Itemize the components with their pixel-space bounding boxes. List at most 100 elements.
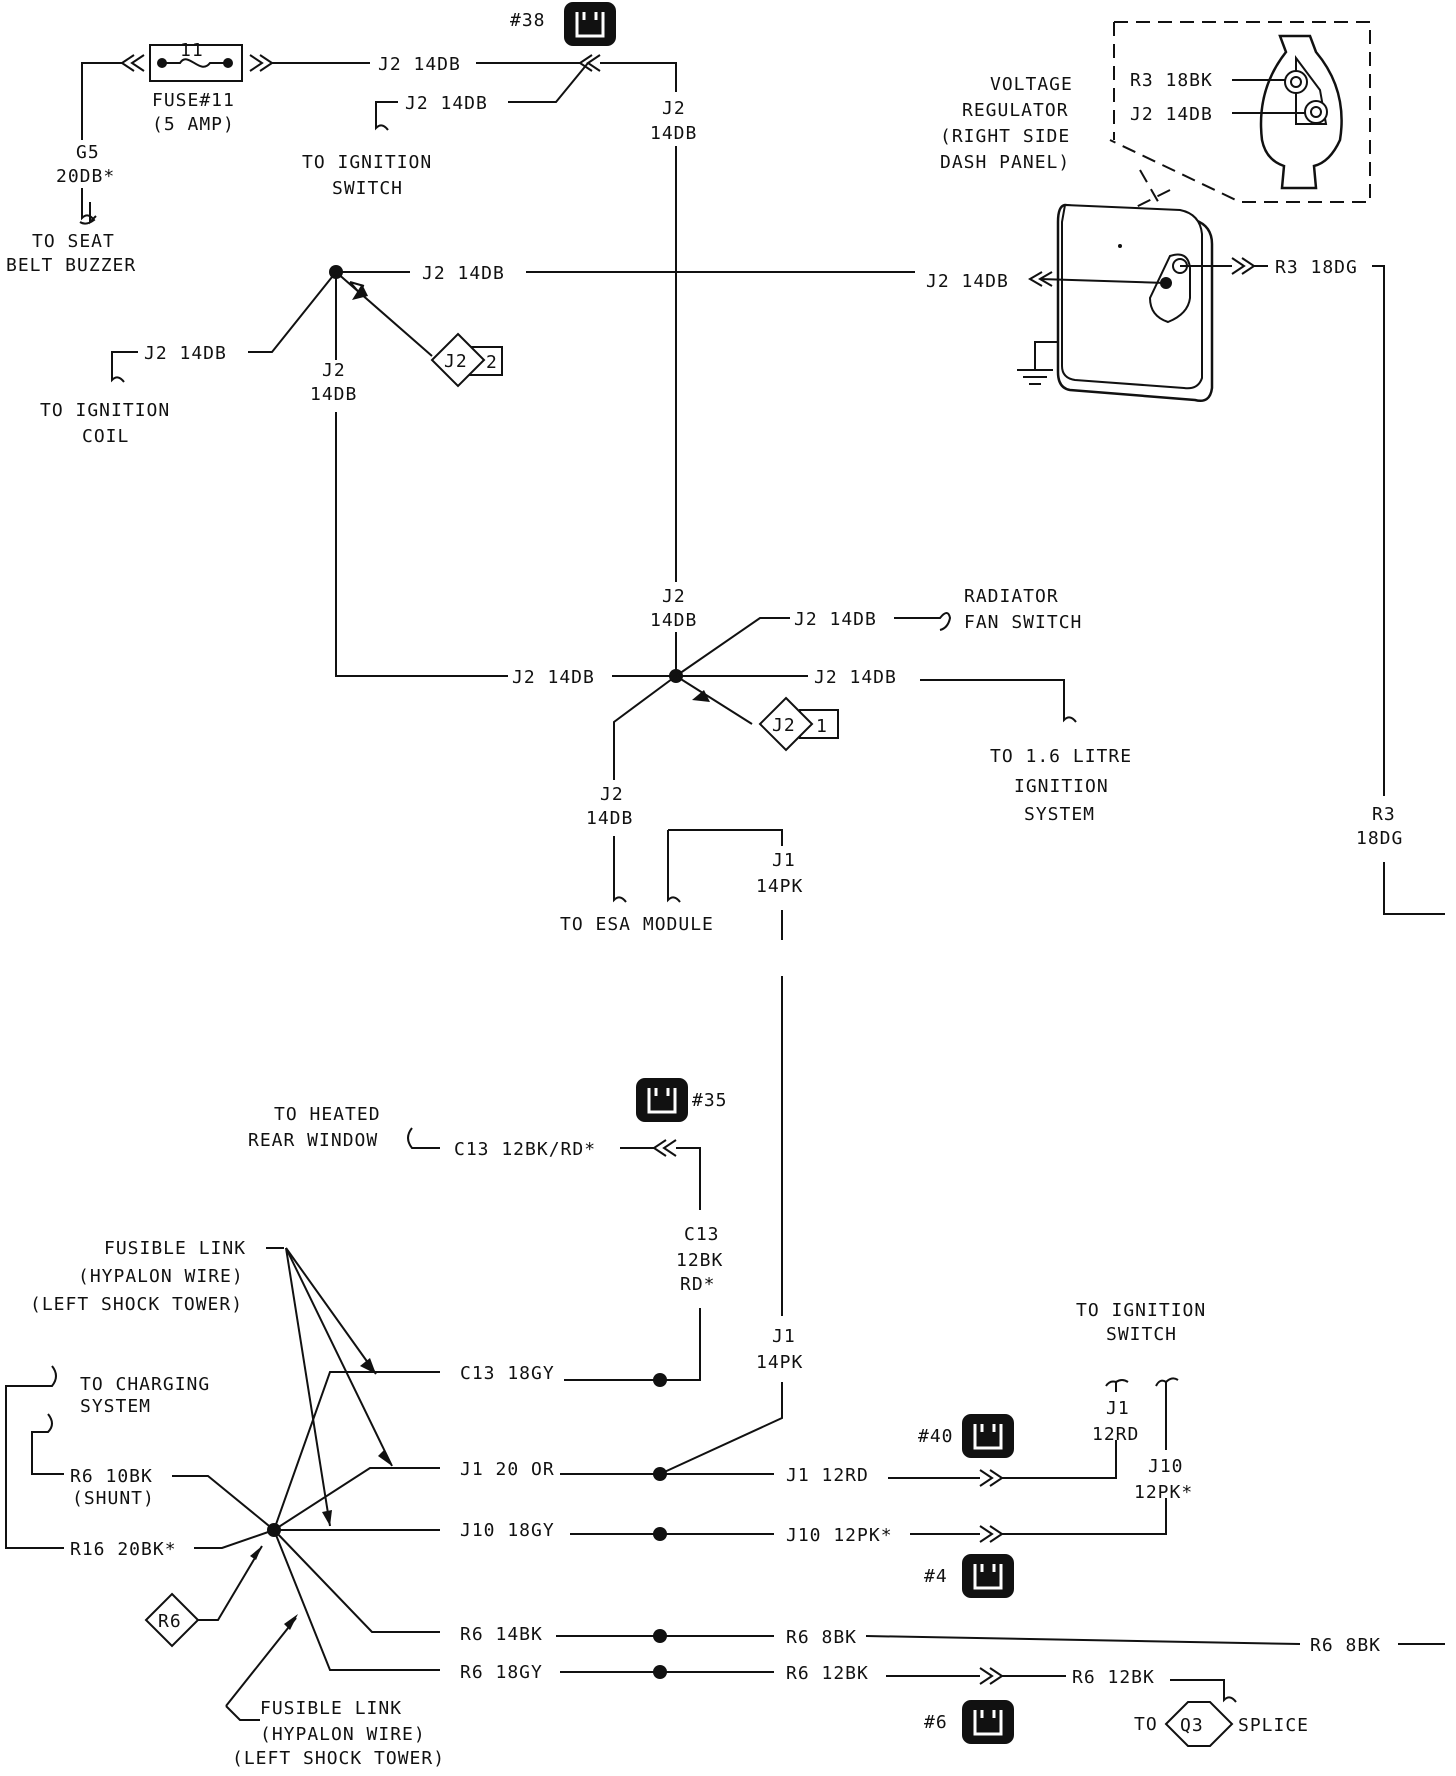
svg-text:(RIGHT SIDE: (RIGHT SIDE (940, 126, 1070, 147)
svg-text:Q3: Q3 (1180, 1715, 1204, 1736)
wire-j2-ign-sw: J2 14DB (405, 93, 488, 114)
wire-c13-hw: C13 12BK/RD* (454, 1139, 596, 1160)
wire-r6-8bk-right: R6 8BK (1310, 1635, 1381, 1656)
dest-splice-to: TO (1134, 1714, 1158, 1735)
wire-g5: G5 (76, 142, 100, 163)
connector-40-icon (960, 1412, 1016, 1460)
dest-radiator-fan-1: RADIATOR (964, 586, 1059, 607)
fuse-number: 11 (180, 40, 204, 61)
wire-r6-14bk: R6 14BK (460, 1624, 543, 1645)
wire-j2-fuse-out: J2 14DB (378, 54, 461, 75)
connector-38-label: #38 (510, 10, 546, 31)
wire-r6-12bk-right: R6 12BK (1072, 1667, 1155, 1688)
dest-radiator-fan-2: FAN SWITCH (964, 612, 1082, 633)
wire-j2-vert1-b: 14DB (650, 123, 697, 144)
dest-charging-2: SYSTEM (80, 1396, 151, 1417)
dest-heated-rear-2: REAR WINDOW (248, 1130, 378, 1151)
wire-j10-v-b: 12PK* (1134, 1482, 1193, 1503)
svg-text:J2: J2 (772, 715, 796, 736)
connector-35-label: #35 (692, 1090, 728, 1111)
svg-text:DASH PANEL): DASH PANEL) (940, 152, 1070, 173)
wire-shunt: (SHUNT) (72, 1488, 155, 1509)
wire-j1-a: J1 (772, 850, 796, 871)
wire-c13-v-b: 12BK (676, 1250, 723, 1271)
dest-ign-coil-1: TO IGNITION (40, 400, 170, 421)
splice-j2-2: J2 2 (430, 332, 503, 388)
dest-charging-1: TO CHARGING (80, 1374, 210, 1395)
svg-text:VOLTAGE: VOLTAGE (990, 74, 1073, 95)
wire-j2-coil: J2 14DB (144, 343, 227, 364)
dest-ign-16-3: SYSTEM (1024, 804, 1095, 825)
wire-j1-12rd-v-b: 12RD (1092, 1424, 1139, 1445)
fuse-connector-left (120, 54, 145, 72)
regulator-ground-icon (1016, 369, 1054, 385)
wire-j2-esa-a: J2 (600, 784, 624, 805)
dest-ign-16-1: TO 1.6 LITRE (990, 746, 1132, 767)
connector-4-icon (960, 1552, 1016, 1600)
wire-c13-v-a: C13 (684, 1224, 720, 1245)
wire-r6-18gy: R6 18GY (460, 1662, 543, 1683)
wire-r16: R16 20BK* (70, 1539, 177, 1560)
dest-heated-rear-1: TO HEATED (274, 1104, 381, 1125)
wire-j1-low-a: J1 (772, 1326, 796, 1347)
wire-j10-v-a: J10 (1148, 1456, 1184, 1477)
connector-6-label: #6 (924, 1712, 948, 1733)
wire-j1-12rd-v-a: J1 (1106, 1398, 1130, 1419)
splice-q3: Q3 (1164, 1701, 1234, 1747)
dest-ign-16-2: IGNITION (1014, 776, 1109, 797)
wire-j1-20or: J1 20 OR (460, 1459, 555, 1480)
fuse-rating: (5 AMP) (152, 114, 235, 135)
wire-r6-10bk: R6 10BK (70, 1466, 153, 1487)
wire-j2-vert2-b: 14DB (650, 610, 697, 631)
wire-r3-out: R3 18DG (1275, 257, 1358, 278)
regulator-detail-box (1109, 21, 1371, 203)
dest-fusible-top-3: (LEFT SHOCK TOWER) (30, 1294, 243, 1315)
dest-fusible-bottom-1: FUSIBLE LINK (260, 1698, 402, 1719)
splice-j2-1: J2 1 (758, 696, 839, 752)
dest-ign-switch-bottom-1: TO IGNITION (1076, 1300, 1206, 1321)
wire-c13-v-c: RD* (680, 1274, 716, 1295)
dest-fusible-top-2: (HYPALON WIRE) (78, 1266, 244, 1287)
connector-35-icon (634, 1076, 690, 1124)
wire-j10-12pk: J10 12PK* (786, 1525, 893, 1546)
wire-r6-8bk: R6 8BK (786, 1627, 857, 1648)
wire-j2-vert2-a: J2 (662, 586, 686, 607)
voltage-regulator (1056, 203, 1214, 402)
svg-text:J2 14DB: J2 14DB (1130, 104, 1213, 125)
wire-j2-left-a: J2 (322, 360, 346, 381)
svg-text:REGULATOR: REGULATOR (962, 100, 1069, 121)
splice-r6: R6 (144, 1592, 200, 1648)
dest-ign-switch-top-2: SWITCH (332, 178, 403, 199)
wire-j1-b: 14PK (756, 876, 803, 897)
svg-text:R6: R6 (158, 1611, 182, 1632)
wire-j2-vreg: J2 14DB (926, 271, 1009, 292)
connector-6-icon (960, 1698, 1016, 1746)
wire-r3-vert-b: 18DG (1356, 828, 1403, 849)
wire-g5-gauge: 20DB* (56, 166, 115, 187)
dest-fusible-bottom-3: (LEFT SHOCK TOWER) (232, 1748, 445, 1769)
wire-j2-vert1-a: J2 (662, 98, 686, 119)
svg-text:R3 18BK: R3 18BK (1130, 70, 1213, 91)
fuse-11: 11 FUSE#11 (5 AMP) (149, 40, 243, 135)
wire-j2-mid: J2 14DB (422, 263, 505, 284)
svg-text:1: 1 (816, 716, 828, 737)
dest-seat-belt-1: TO SEAT (32, 231, 115, 252)
connector-38-icon (562, 0, 618, 48)
dest-esa: TO ESA MODULE (560, 914, 714, 935)
dest-ign-switch-bottom-2: SWITCH (1106, 1324, 1177, 1345)
fuse-name: FUSE#11 (152, 90, 235, 111)
dest-ign-switch-top-1: TO IGNITION (302, 152, 432, 173)
dest-fusible-top-1: FUSIBLE LINK (104, 1238, 246, 1259)
svg-text:2: 2 (486, 352, 498, 373)
dest-fusible-bottom-2: (HYPALON WIRE) (260, 1724, 426, 1745)
connector-40-label: #40 (918, 1426, 954, 1447)
dest-splice-label: SPLICE (1238, 1715, 1309, 1736)
wire-j2-16: J2 14DB (814, 667, 897, 688)
wire-j2-hub-left: J2 14DB (512, 667, 595, 688)
voltage-regulator-label: VOLTAGE REGULATOR (RIGHT SIDE DASH PANEL… (940, 74, 1073, 173)
connector-4-label: #4 (924, 1566, 948, 1587)
wire-j2-left-b: 14DB (310, 384, 357, 405)
dest-seat-belt-2: BELT BUZZER (6, 255, 136, 276)
wire-j1-low-b: 14PK (756, 1352, 803, 1373)
